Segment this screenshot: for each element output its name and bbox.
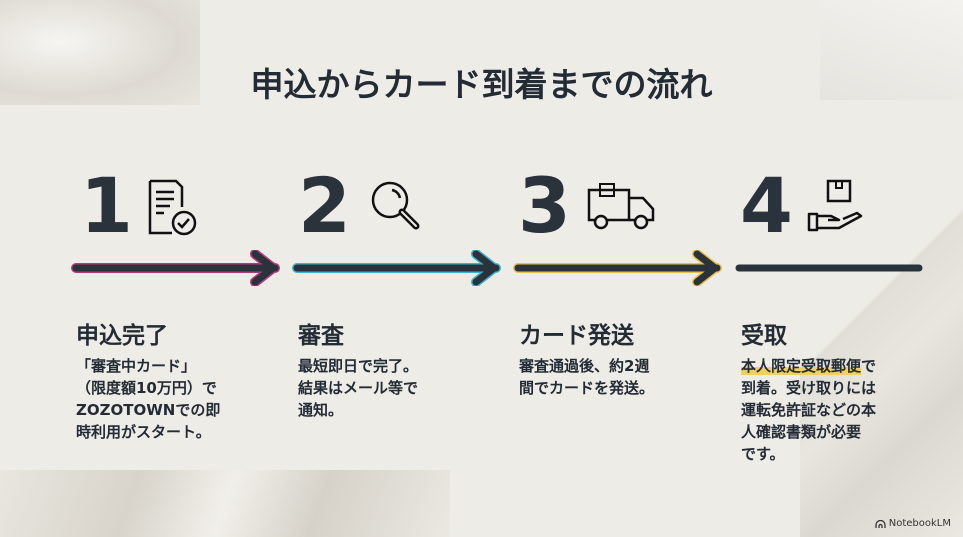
step-description-4: 本人限定受取郵便で 到着。受け取りには 運転免許証などの本 人確認書類が必要 で… <box>741 355 916 465</box>
fabric-decoration <box>0 0 200 105</box>
step-heading-2: 審査 <box>298 323 344 349</box>
description-text: で <box>861 357 877 375</box>
description-line: 本人限定受取郵便で <box>741 355 916 377</box>
document-check-icon <box>148 179 197 236</box>
step-heading-3: カード発送 <box>519 323 634 349</box>
description-line: 「審査中カード」 <box>76 357 197 375</box>
description-line: 運転免許証などの本 <box>741 401 877 419</box>
description-line: 人確認書類が必要 <box>741 423 862 441</box>
step-number-1: 1 <box>80 161 133 250</box>
step-heading-4: 受取 <box>741 323 787 349</box>
branding-text: NotebookLM <box>888 518 951 529</box>
background-decoration <box>820 0 963 100</box>
step-heading-1: 申込完了 <box>76 323 168 349</box>
step-line-4 <box>735 264 923 272</box>
step-arrow-1 <box>71 250 280 286</box>
description-line: 時利用がスタート。 <box>76 423 211 441</box>
description-line: 間でカードを発送。 <box>519 379 655 397</box>
fabric-decoration-bottom <box>0 470 450 537</box>
step-description-2: 最短即日で完了。 結果はメール等で 通知。 <box>298 355 473 421</box>
description-line: 最短即日で完了。 <box>298 357 419 375</box>
architecture-decoration <box>800 100 963 537</box>
description-line: （限度額10万円）で <box>76 379 217 397</box>
description-line: 到着。受け取りには <box>741 379 877 397</box>
step-number-4: 4 <box>740 161 793 250</box>
magnifier-icon <box>371 181 420 230</box>
step-arrow-2 <box>292 250 501 286</box>
description-line: ZOZOTOWNでの即 <box>76 401 221 419</box>
step-number-2: 2 <box>298 161 351 250</box>
notebooklm-logo-icon <box>875 519 886 528</box>
step-description-3: 審査通過後、約2週 間でカードを発送。 <box>519 355 694 399</box>
step-number-3: 3 <box>518 161 571 250</box>
description-line: 通知。 <box>298 401 344 419</box>
description-line: 結果はメール等で <box>298 379 419 397</box>
notebooklm-logo: NotebookLM <box>875 518 951 529</box>
highlighted-text: 本人限定受取郵便 <box>741 357 862 375</box>
step-arrow-3 <box>513 250 722 286</box>
delivery-truck-icon <box>587 183 655 230</box>
hand-package-icon <box>807 179 863 232</box>
description-line: 審査通過後、約2週 <box>519 357 650 375</box>
step-description-1: 「審査中カード」 （限度額10万円）で ZOZOTOWNでの即 時利用がスタート… <box>76 355 251 443</box>
description-line: です。 <box>741 445 785 463</box>
slide-title: 申込からカード到着までの流れ <box>250 65 713 104</box>
